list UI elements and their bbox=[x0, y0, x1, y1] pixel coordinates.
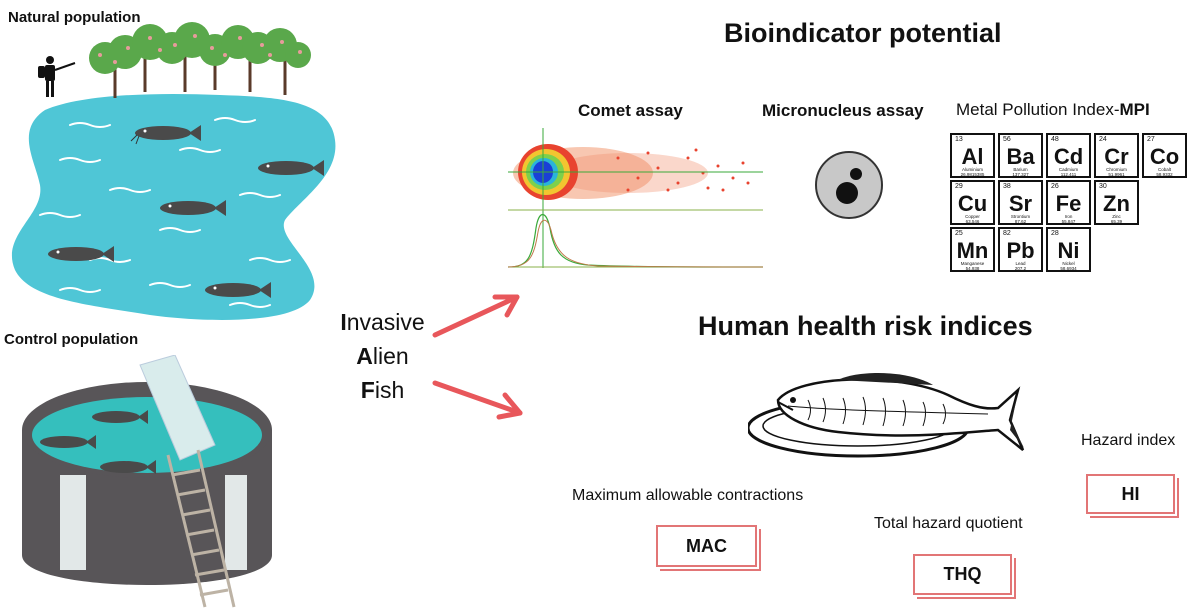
element-mass: 207.2 bbox=[1014, 266, 1027, 271]
arrow-to-human-health bbox=[432, 380, 523, 416]
catfish-icon bbox=[48, 246, 114, 262]
water-waves bbox=[39, 117, 291, 308]
hi-box: HI bbox=[1086, 474, 1175, 514]
catfish-icon bbox=[205, 282, 271, 298]
element-mass: 51.9961 bbox=[1108, 172, 1125, 177]
bioindicator-title: Bioindicator potential bbox=[724, 18, 1002, 48]
element-number: 28 bbox=[1051, 230, 1059, 237]
element-mass: 137.327 bbox=[1012, 172, 1029, 177]
ladder-icon bbox=[166, 449, 236, 608]
element-symbol: Cu bbox=[957, 191, 988, 216]
element-name: Iron bbox=[1064, 214, 1073, 219]
element-symbol: Co bbox=[1149, 144, 1180, 169]
catfish-icon bbox=[160, 200, 226, 216]
mac-label: Maximum allowable contractions bbox=[572, 487, 804, 504]
mac-box: MAC bbox=[656, 525, 757, 567]
mpi-label: Metal Pollution Index-MPI bbox=[956, 100, 1150, 119]
element-name: Aluminium bbox=[961, 167, 983, 172]
thq-box: THQ bbox=[913, 554, 1012, 595]
element-name: Cobalt bbox=[1157, 167, 1171, 172]
catfish-icon bbox=[258, 160, 324, 176]
comet-assay-label: Comet assay bbox=[578, 101, 683, 120]
natural-population-label: Natural population bbox=[8, 9, 141, 26]
comet-assay-image bbox=[508, 128, 763, 273]
element-number: 48 bbox=[1051, 136, 1059, 143]
element-number: 13 bbox=[955, 136, 963, 143]
control-population-label: Control population bbox=[4, 331, 139, 348]
element-number: 24 bbox=[1099, 136, 1107, 143]
iaf-line-fish: Fish bbox=[360, 377, 405, 403]
trees-icon bbox=[89, 22, 311, 98]
element-symbol: Sr bbox=[1008, 191, 1033, 216]
element-name: Copper bbox=[965, 214, 980, 219]
element-mass: 63.546 bbox=[965, 219, 980, 224]
element-number: 82 bbox=[1003, 230, 1011, 237]
element-number: 56 bbox=[1003, 136, 1011, 143]
element-number: 29 bbox=[955, 183, 963, 190]
element-name: Cadmium bbox=[1058, 167, 1079, 172]
element-number: 25 bbox=[955, 230, 963, 237]
element-symbol: Mn bbox=[956, 238, 989, 263]
iaf-line-alien: Alien bbox=[356, 343, 409, 369]
human-health-title: Human health risk indices bbox=[698, 311, 1033, 341]
catfish-icon bbox=[100, 460, 156, 474]
element-number: 38 bbox=[1003, 183, 1011, 190]
element-symbol: Cd bbox=[1053, 144, 1084, 169]
micronucleus-assay-label: Micronucleus assay bbox=[762, 101, 924, 120]
element-mass: 54.938 bbox=[965, 266, 980, 271]
catfish-icon bbox=[92, 410, 148, 424]
element-number: 30 bbox=[1099, 183, 1107, 190]
element-symbol: Cr bbox=[1104, 144, 1129, 169]
hazard-index-label: Hazard index bbox=[1081, 432, 1176, 449]
element-mass: 58.9332 bbox=[1156, 172, 1173, 177]
fish-on-plate-icon bbox=[748, 373, 1025, 458]
element-name: Chromium bbox=[1106, 167, 1127, 172]
element-number: 26 bbox=[1051, 183, 1059, 190]
element-name: Lead bbox=[1015, 261, 1026, 266]
element-mass: 112.411 bbox=[1060, 172, 1077, 177]
element-mass: 26.9815385 bbox=[960, 172, 985, 177]
element-name: Nickel bbox=[1062, 261, 1075, 266]
element-mass: 87.62 bbox=[1014, 219, 1027, 224]
arrow-to-bioindicator bbox=[432, 294, 520, 338]
catfish-icon bbox=[40, 435, 96, 449]
element-name: Barium bbox=[1013, 167, 1028, 172]
element-symbol: Ba bbox=[1006, 144, 1035, 169]
element-symbol: Pb bbox=[1006, 238, 1035, 263]
element-mass: 65.39 bbox=[1110, 219, 1123, 224]
micronucleus-cell-icon bbox=[815, 151, 883, 219]
arrows bbox=[432, 294, 523, 420]
element-symbol: Zn bbox=[1103, 191, 1130, 216]
element-symbol: Fe bbox=[1055, 191, 1082, 216]
control-tank-illustration bbox=[22, 355, 272, 608]
element-name: Strontium bbox=[1010, 214, 1031, 219]
pesticide-sprayer-person-icon bbox=[38, 56, 76, 97]
element-mass: 55.847 bbox=[1061, 219, 1076, 224]
element-mass: 58.6934 bbox=[1060, 266, 1077, 271]
catfish-icon bbox=[130, 125, 201, 145]
element-number: 27 bbox=[1147, 136, 1155, 143]
iaf-line-invasive: Invasive bbox=[340, 309, 425, 335]
thq-label: Total hazard quotient bbox=[874, 515, 1023, 532]
element-name: Zinc bbox=[1112, 214, 1121, 219]
natural-population-illustration bbox=[11, 22, 336, 320]
element-symbol: Al bbox=[961, 144, 984, 169]
invasive-alien-fish-label: Invasive Alien Fish bbox=[330, 305, 435, 407]
element-symbol: Ni bbox=[1057, 238, 1080, 263]
element-name: Manganese bbox=[960, 261, 985, 266]
